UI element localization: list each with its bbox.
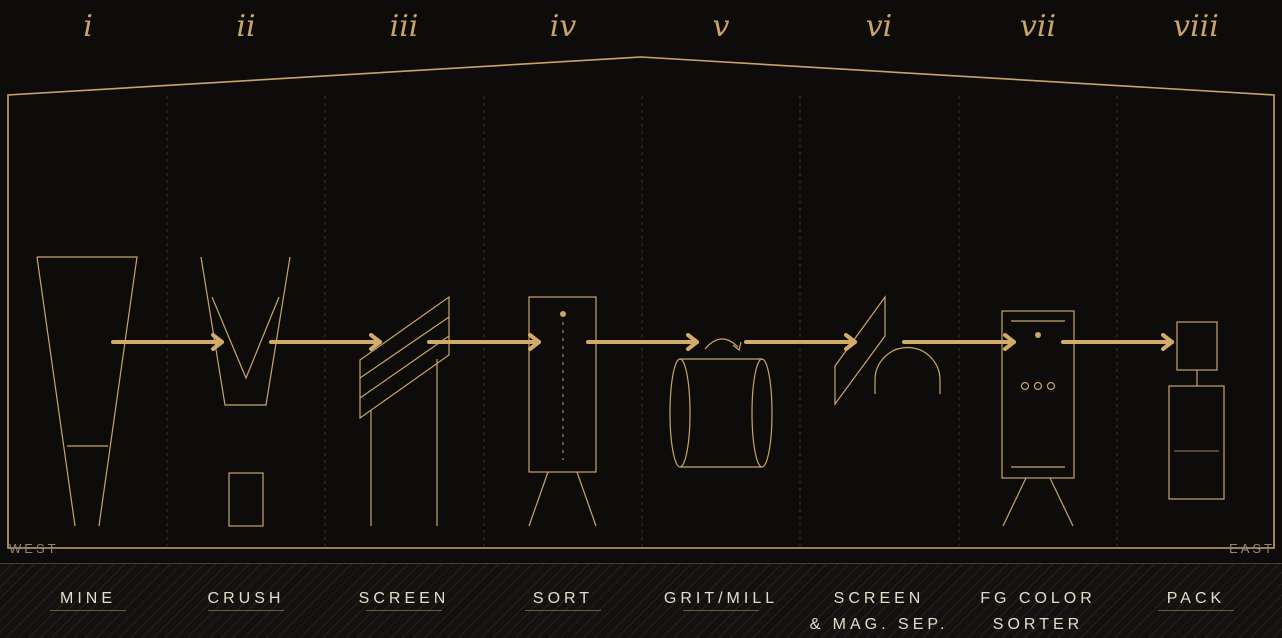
mill-drum-icon — [670, 339, 772, 467]
stage-label-fg-color-sorter: FG COLOR SORTER — [959, 586, 1117, 638]
building-outline — [8, 57, 1274, 548]
crusher-icon — [201, 257, 290, 526]
west-label: WEST — [9, 541, 59, 556]
flow-arrows — [113, 335, 1172, 349]
flow-arrow-1 — [113, 335, 222, 349]
stage-label-line2: SORTER — [959, 612, 1117, 638]
flow-arrow-7 — [1063, 335, 1172, 349]
flow-arrow-4 — [588, 335, 697, 349]
stage-label-bar: MINE CRUSH SCREEN SORT GRIT/MILL SCREEN … — [0, 563, 1282, 638]
stage-label-line1: FG COLOR — [980, 590, 1096, 607]
stage-label-line1: MINE — [60, 590, 116, 607]
stage-label-crush: CRUSH — [167, 586, 325, 611]
stage-label-line1: SCREEN — [834, 590, 925, 607]
stage-label-line2: & MAG. SEP. — [800, 612, 958, 638]
stage-numeral-4: iv — [550, 9, 577, 44]
flow-arrow-2 — [271, 335, 380, 349]
stage-numeral-2: ii — [236, 9, 255, 44]
flow-arrow-6 — [904, 335, 1014, 349]
stage-label-screen-mag-sep: SCREEN & MAG. SEP. — [800, 586, 958, 638]
flow-arrow-5 — [746, 335, 855, 349]
stage-label-sort: SORT — [484, 586, 642, 611]
magnetic-separator-icon — [835, 297, 940, 404]
stage-label-line1: SCREEN — [359, 590, 450, 607]
stage-label-screen: SCREEN — [325, 586, 483, 611]
stage-underline — [1158, 610, 1234, 611]
bagging-unit-icon — [1169, 322, 1224, 499]
stage-label-line1: SORT — [533, 590, 593, 607]
stage-label-mine: MINE — [9, 586, 167, 611]
stage-label-pack: PACK — [1117, 586, 1275, 611]
flow-arrow-3 — [429, 335, 539, 349]
stage-label-line1: CRUSH — [208, 590, 285, 607]
stage-underline — [50, 610, 126, 611]
stage-numeral-5: v — [713, 9, 730, 44]
stage-numeral-7: vii — [1020, 9, 1056, 44]
stage-label-grit-mill: GRIT/MILL — [642, 586, 800, 611]
inclined-screen-icon — [360, 297, 449, 526]
stage-numeral-3: iii — [390, 9, 419, 44]
stage-numeral-1: i — [83, 9, 93, 44]
east-label: EAST — [1229, 541, 1275, 556]
stage-numeral-8: viii — [1173, 9, 1219, 44]
mine-hopper-icon — [37, 257, 137, 526]
stage-underline — [525, 610, 601, 611]
stage-underline — [366, 610, 442, 611]
stage-label-line1: GRIT/MILL — [664, 590, 778, 607]
stage-dividers — [167, 96, 1117, 546]
stage-label-line1: PACK — [1167, 590, 1225, 607]
stage-numeral-6: vi — [866, 9, 893, 44]
stage-underline — [683, 610, 759, 611]
stage-underline — [208, 610, 284, 611]
sorter-cabinet-icon — [529, 297, 596, 526]
